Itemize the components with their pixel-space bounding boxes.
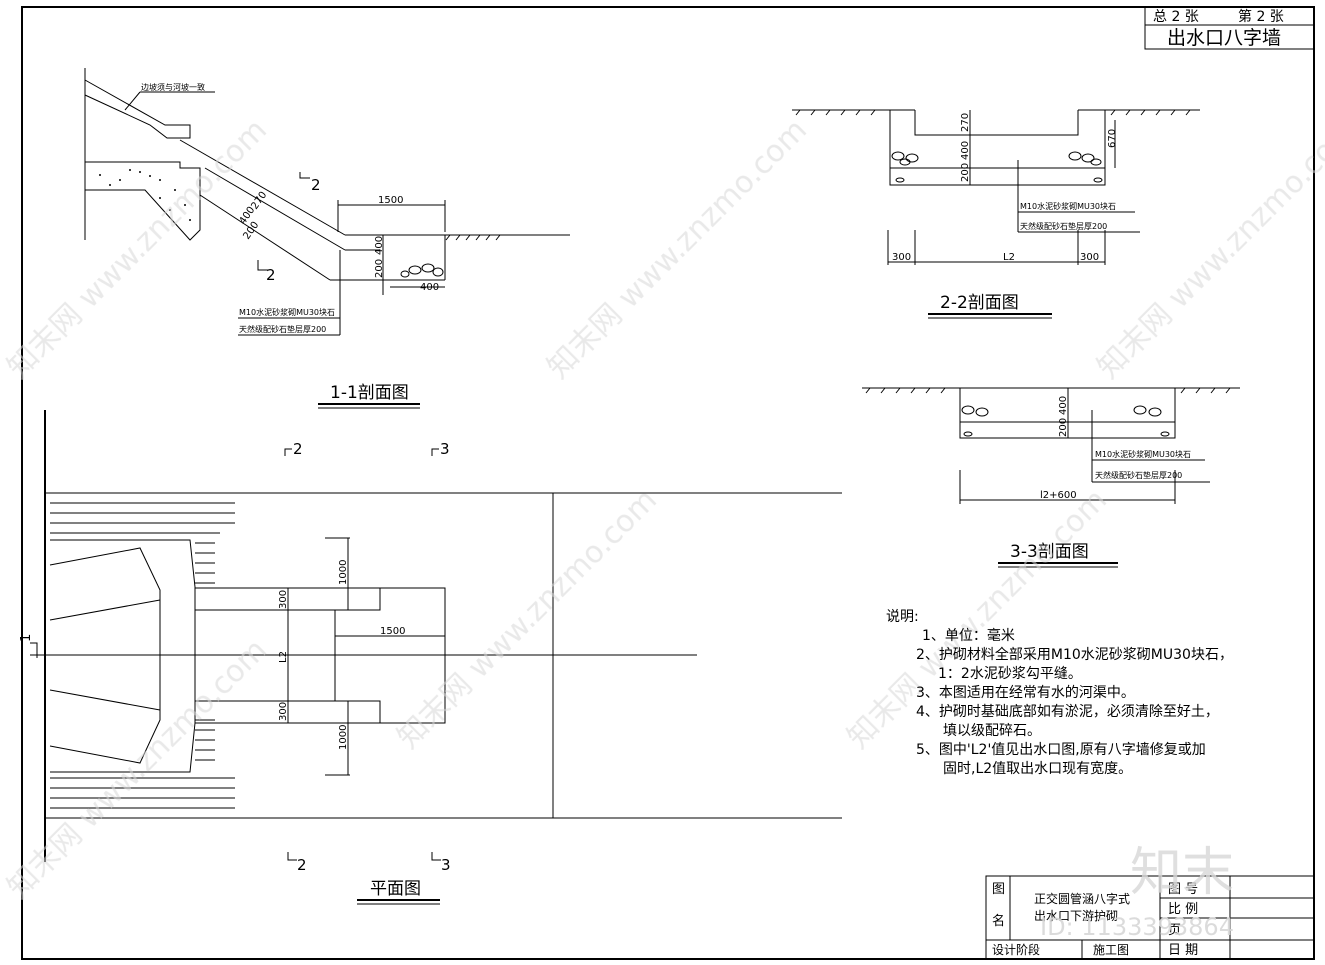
note-gravel-22: 天然级配砂石垫层厚200 xyxy=(1020,221,1107,231)
tb-name-line2: 出水口下游护砌 xyxy=(1034,909,1118,923)
dim-400-22: 400 xyxy=(960,141,971,160)
dim-200-b: 200 xyxy=(374,259,385,278)
plan-mark-3-top: 3 xyxy=(440,440,450,458)
plan-view: 1000 1000 300 L2 300 1500 2 3 2 3 1 平面图 xyxy=(19,410,842,905)
dim-400-c: 400 xyxy=(420,282,439,293)
note-masonry-33: M10水泥砂浆砌MU30块石 xyxy=(1095,449,1191,459)
section-mark-2-bot: 2 xyxy=(266,266,276,284)
tb-name-line1: 正交圆管涵八字式 xyxy=(1034,891,1130,906)
dim-300-left: 300 xyxy=(892,252,911,263)
note-masonry-11: M10水泥砂浆砌MU30块石 xyxy=(239,307,335,317)
dim-200-33: 200 xyxy=(1058,418,1069,437)
plan-mark-3-bot: 3 xyxy=(441,856,451,874)
note-masonry-22: M10水泥砂浆砌MU30块石 xyxy=(1020,201,1116,211)
title-block: 图 名 正交圆管涵八字式 出水口下游护砌 图 号 比 例 页 设计阶段 施工图 … xyxy=(985,875,1315,960)
tb-design-stage-label: 设计阶段 xyxy=(992,942,1040,957)
dim-1500: 1500 xyxy=(378,195,403,206)
tb-bili: 比 例 xyxy=(1168,902,1198,917)
dim-300-top: 300 xyxy=(278,590,289,609)
dim-1000-bot: 1000 xyxy=(338,725,349,750)
tb-tu: 图 xyxy=(992,882,1005,897)
drawing-name: 出水口八字墙 xyxy=(1167,27,1281,49)
section-1-1-title: 1-1剖面图 xyxy=(330,383,409,403)
dim-L2-22: L2 xyxy=(1003,252,1015,263)
plan-mark-2-bot: 2 xyxy=(297,856,307,874)
dim-1500-plan: 1500 xyxy=(380,626,405,637)
dim-1000-top: 1000 xyxy=(338,560,349,585)
tb-ming: 名 xyxy=(992,913,1005,929)
dim-300-right: 300 xyxy=(1080,252,1099,263)
watermark-brand-1: 知末网 www.znzmo.com xyxy=(1,113,274,386)
design-notes: 说明: 1、单位：毫米 2、护砌材料全部采用M10水泥砂浆砌MU30块石， 1：… xyxy=(886,608,1233,779)
watermark-brand-4: 知末网 www.znzmo.com xyxy=(1,633,274,906)
note-item-2: 2、护砌材料全部采用M10水泥砂浆砌MU30块石， xyxy=(916,647,1233,663)
notes-heading: 说明: xyxy=(886,609,919,625)
section-2-2: 270 400 200 670 300 L2 300 M10水泥砂浆砌MU30块… xyxy=(792,109,1200,319)
sheet-frame xyxy=(21,6,1315,960)
plan-title: 平面图 xyxy=(370,879,421,899)
note-item-5: 5、图中'L2'值见出水口图,原有八字墙修复或加 xyxy=(916,742,1206,758)
section-mark-2-top: 2 xyxy=(311,176,321,194)
note-item-5-cont: 固时,L2值取出水口现有宽度。 xyxy=(943,761,1133,777)
watermark-brand-5: 知末网 www.znzmo.com xyxy=(391,483,664,756)
watermark-brand-2: 知末网 www.znzmo.com xyxy=(541,113,814,386)
slope-note: 边坡须与河坡一致 xyxy=(141,82,205,92)
dim-300-bot: 300 xyxy=(278,702,289,721)
note-item-2-cont: 1：2水泥砂浆勾平缝。 xyxy=(938,666,1082,682)
watermark-id: ID: 1133393864 xyxy=(1040,913,1234,941)
watermark-brand-3: 知末网 www.znzmo.com xyxy=(1091,113,1325,386)
dim-270-22: 270 xyxy=(960,113,971,132)
tb-design-stage-value: 施工图 xyxy=(1093,943,1129,957)
section-3-3-title: 3-3剖面图 xyxy=(1010,542,1089,562)
section-2-2-title: 2-2剖面图 xyxy=(940,293,1019,313)
section-3-3: 400 200 M10水泥砂浆砌MU30块石 天然级配砂石垫层厚200 l2+6… xyxy=(862,387,1240,568)
dim-200-22: 200 xyxy=(960,163,971,182)
note-item-4-cont: 填以级配碎石。 xyxy=(943,723,1041,739)
tb-tuhao: 图 号 xyxy=(1168,882,1198,897)
section-1-1: 1500 400 200 400 270 400 200 2 2 边坡须与河坡一… xyxy=(84,68,570,409)
dim-670: 670 xyxy=(1107,129,1118,148)
total-sheets: 总 2 张 xyxy=(1153,9,1199,25)
watermark-logo: 知末 xyxy=(1130,843,1234,903)
dim-L2-plan: L2 xyxy=(278,651,289,663)
plan-mark-2-top: 2 xyxy=(293,440,303,458)
note-gravel-33: 天然级配砂石垫层厚200 xyxy=(1095,470,1182,480)
note-gravel-11: 天然级配砂石垫层厚200 xyxy=(239,324,326,334)
plan-mark-1: 1 xyxy=(19,634,34,642)
tb-date-label: 日 期 xyxy=(1168,943,1198,958)
note-item-4: 4、护砌时基础底部如有淤泥，必须清除至好土， xyxy=(916,704,1219,720)
dim-400-b: 400 xyxy=(374,236,385,255)
dim-width-33: l2+600 xyxy=(1040,490,1077,501)
sheet-header: 总 2 张 第 2 张 出水口八字墙 xyxy=(1144,6,1315,50)
dim-400-33: 400 xyxy=(1058,396,1069,415)
sheet-number: 第 2 张 xyxy=(1238,8,1284,25)
note-item-1: 1、单位：毫米 xyxy=(922,628,1015,644)
tb-ye: 页 xyxy=(1168,923,1181,938)
note-item-3: 3、本图适用在经常有水的河渠中。 xyxy=(916,685,1135,701)
